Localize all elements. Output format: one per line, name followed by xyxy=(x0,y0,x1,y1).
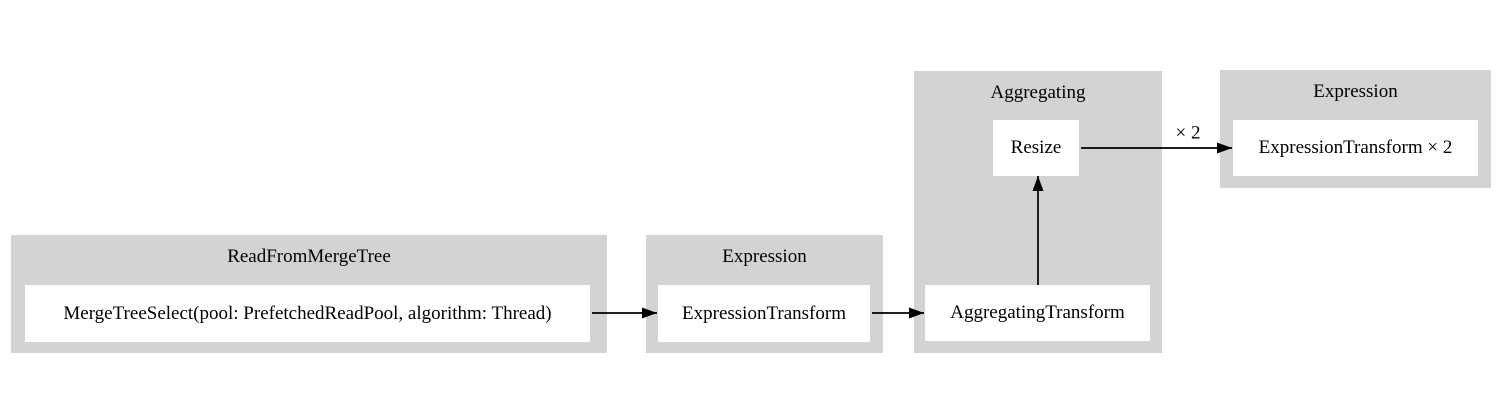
cluster-aggregating: Aggregating Resize AggregatingTransform xyxy=(914,71,1162,353)
node-expressiontransform-x2: ExpressionTransform × 2 xyxy=(1233,120,1478,176)
cluster-aggregating-label: Aggregating xyxy=(990,82,1086,103)
node-resize: Resize xyxy=(993,120,1079,176)
cluster-readfrommergetree: ReadFromMergeTree MergeTreeSelect(pool: … xyxy=(11,235,607,353)
node-expressiontransform: ExpressionTransform xyxy=(658,285,870,342)
cluster-readfrommergetree-label: ReadFromMergeTree xyxy=(227,246,391,267)
node-mergetreeselect: MergeTreeSelect(pool: PrefetchedReadPool… xyxy=(25,285,590,342)
cluster-expression-2: Expression ExpressionTransform × 2 xyxy=(1220,70,1491,188)
cluster-expression-1-label: Expression xyxy=(722,246,807,267)
cluster-expression-1: Expression ExpressionTransform xyxy=(646,235,883,353)
cluster-expression-2-label: Expression xyxy=(1313,81,1398,102)
node-aggregatingtransform: AggregatingTransform xyxy=(925,285,1150,341)
edge-label-multiplier: × 2 xyxy=(1175,122,1201,144)
